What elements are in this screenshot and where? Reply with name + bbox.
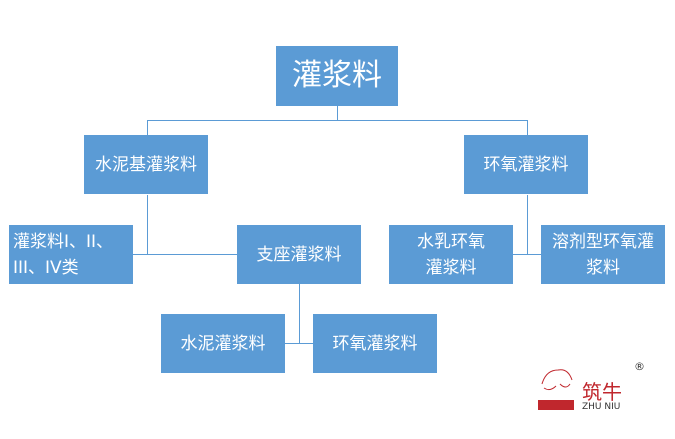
zhuniu-logo: 筑牛 ZHU NIU ® (536, 360, 646, 420)
node-cement: 水泥灌浆料 (161, 314, 285, 373)
connector (285, 343, 313, 344)
logo-cn: 筑牛 (582, 380, 622, 404)
node-water-epoxy: 水乳环氧灌浆料 (389, 225, 513, 284)
connector (513, 254, 541, 255)
connector (133, 254, 237, 255)
connector (299, 284, 300, 343)
connector (147, 120, 528, 121)
node-cement-based: 水泥基灌浆料 (84, 135, 208, 194)
logo-en: ZHU NIU (582, 402, 621, 412)
connector (527, 120, 528, 135)
node-epoxy: 环氧灌浆料 (464, 135, 588, 194)
bull-icon (538, 369, 574, 410)
node-class-1-4: 灌浆料I、II、III、IV类 (9, 225, 133, 284)
node-epoxy-sub: 环氧灌浆料 (313, 314, 437, 373)
connector (147, 195, 148, 254)
connector (337, 106, 338, 120)
node-bearing: 支座灌浆料 (237, 225, 361, 284)
node-solvent-epoxy: 溶剂型环氧灌浆料 (541, 225, 665, 284)
connector (527, 195, 528, 254)
node-root: 灌浆料 (276, 46, 398, 106)
connector (147, 120, 148, 135)
registered-mark: ® (634, 360, 645, 373)
